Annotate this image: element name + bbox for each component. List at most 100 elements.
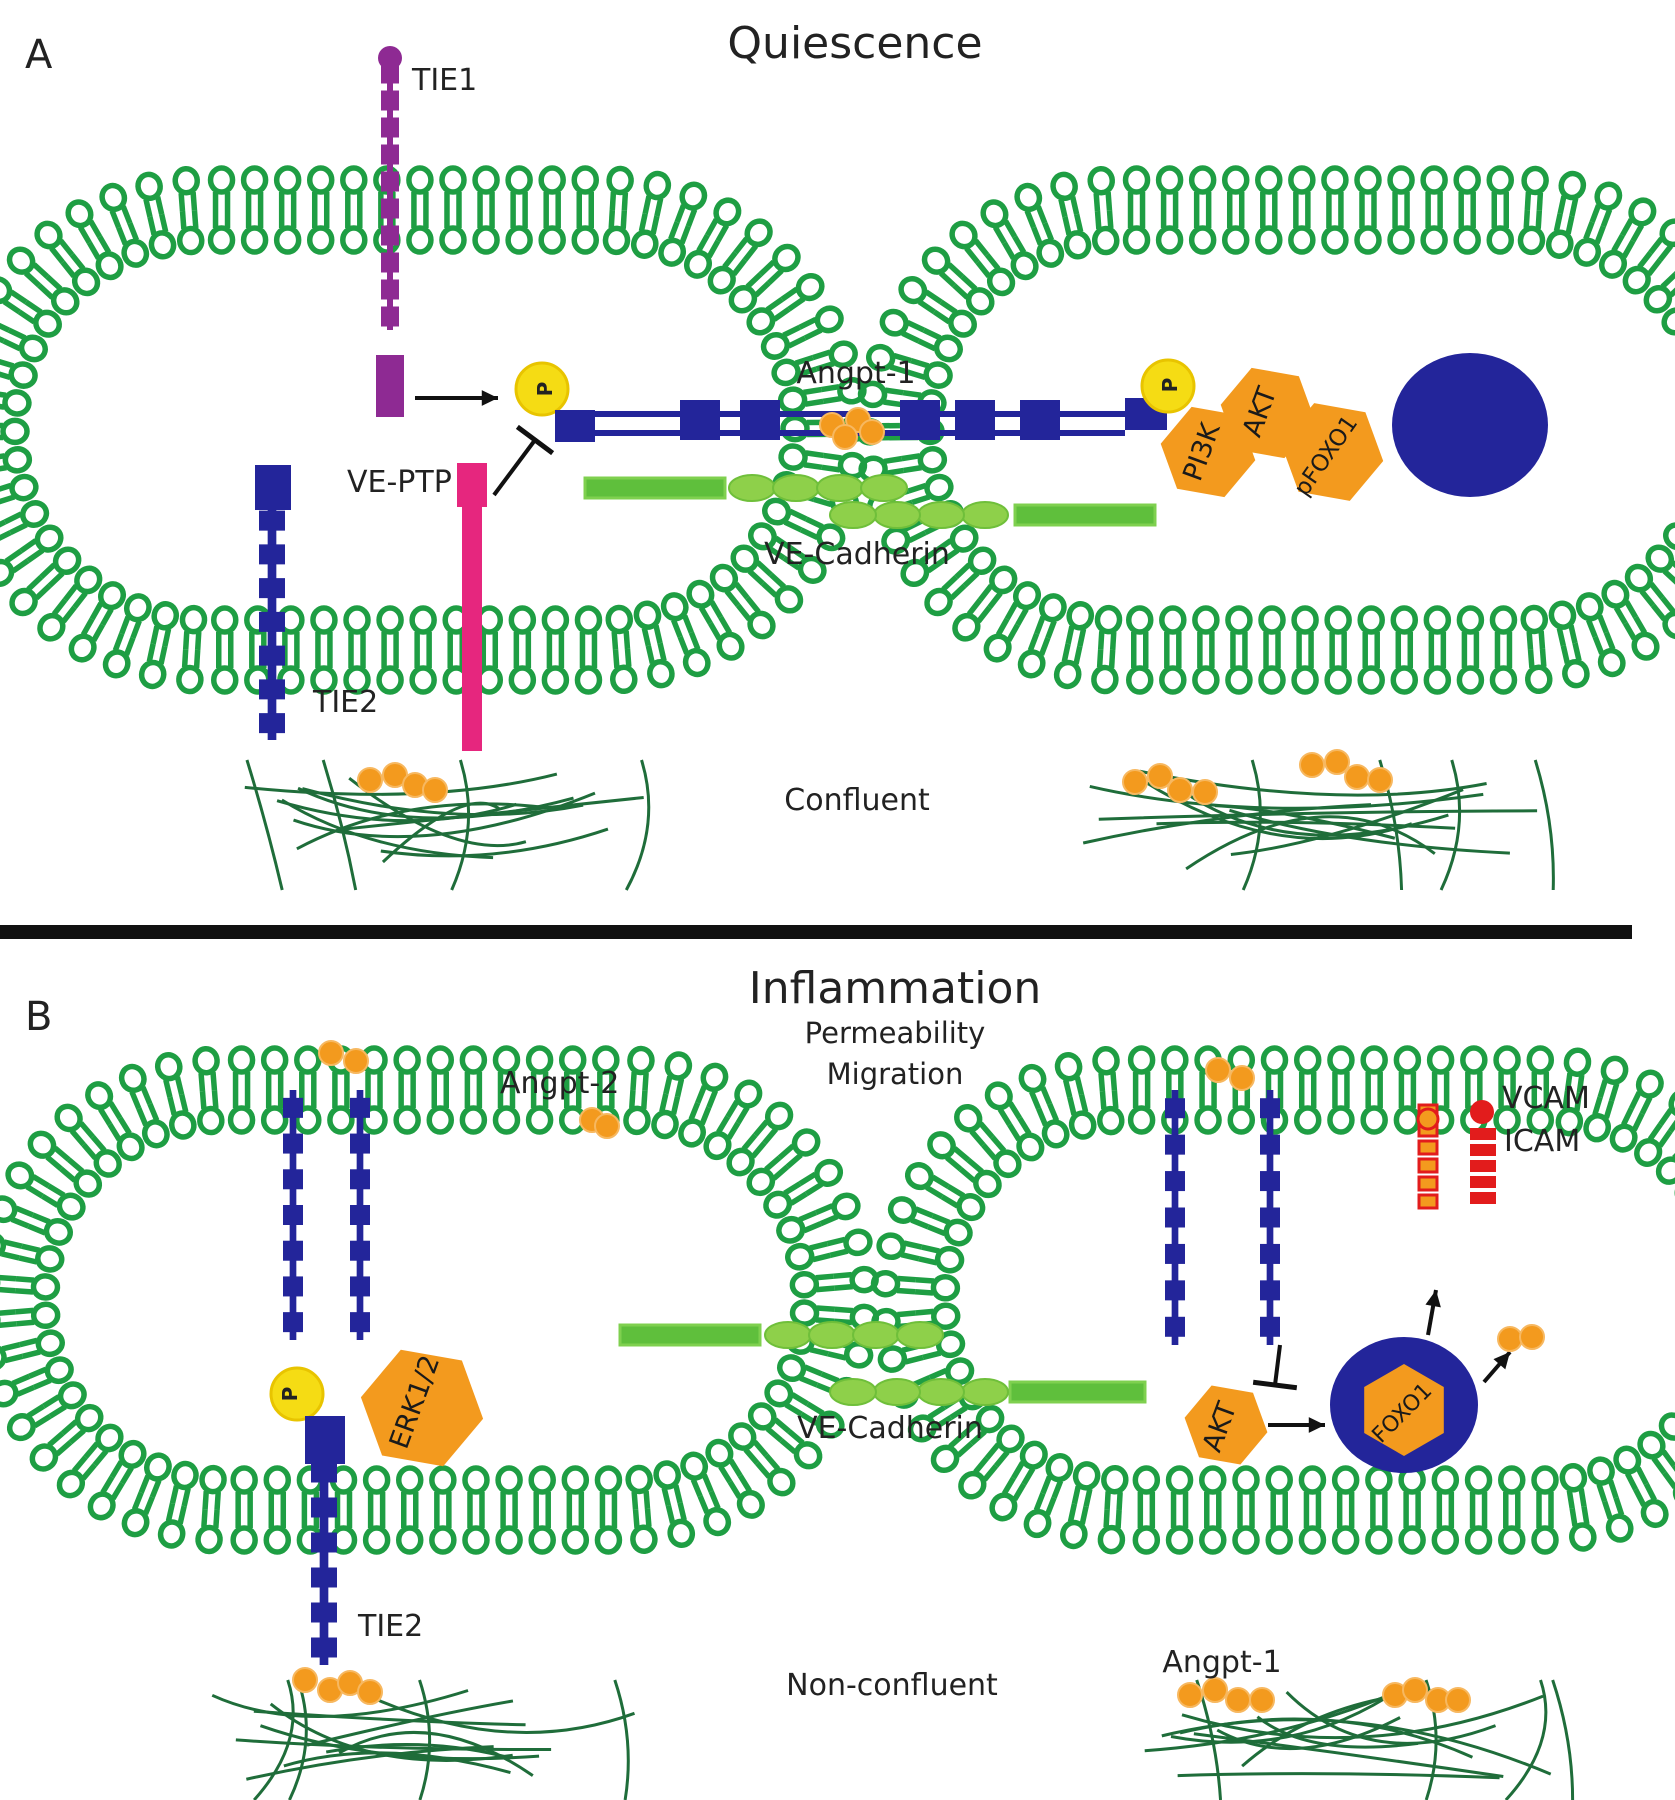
lipid-head-inner: [171, 1460, 199, 1491]
lipid-icon: [1398, 1465, 1426, 1555]
lipid-tail: [147, 1102, 160, 1122]
lipid-tail: [34, 583, 52, 601]
lipid-head-inner: [73, 1169, 103, 1198]
lipid-tail: [1594, 225, 1606, 245]
lipid-tail: [718, 1465, 733, 1484]
lipid-tail: [688, 1101, 701, 1121]
lipid-tail: [1607, 1479, 1619, 1499]
receptor-domain: [311, 1602, 337, 1623]
lipid-tail: [914, 1289, 934, 1296]
lipid-tail: [1639, 589, 1656, 608]
lipid-tail: [976, 605, 992, 624]
lipid-tail: [956, 1441, 974, 1458]
lipid-tail: [685, 208, 698, 228]
lipid-head-outer: [263, 1525, 292, 1555]
lipid-head-inner: [777, 1354, 807, 1383]
lipid-icon: [9, 546, 82, 617]
ligand-subunit: [1225, 1687, 1251, 1713]
lipid-tail: [0, 530, 12, 544]
lipid-tail: [803, 462, 823, 471]
lipid-tail: [973, 1456, 989, 1474]
lipid-icon: [1655, 1142, 1675, 1185]
lipid-head-outer: [376, 665, 404, 695]
lipid-head-outer: [240, 165, 269, 195]
lipid-tail: [990, 1135, 1007, 1153]
ve-cadherin-b-right: [829, 1378, 1147, 1406]
lipid-icon: [958, 1424, 1025, 1500]
lipid-head-outer: [525, 1045, 554, 1075]
phospho-a2-icon: [1140, 358, 1196, 414]
migration-label: Migration: [827, 1057, 964, 1091]
lipid-icon: [230, 1465, 258, 1555]
inhibition-bar: [515, 424, 555, 456]
receptor-domain: [1260, 1134, 1280, 1155]
lipid-tail: [19, 538, 38, 554]
lipid-head-inner: [728, 1422, 757, 1451]
lipid-tail: [822, 395, 842, 405]
lipid-head-inner: [762, 497, 792, 526]
matrix-fiber-icon: [1082, 803, 1372, 845]
lipid-tail: [3, 1239, 23, 1249]
lipid-icon: [54, 1103, 122, 1178]
lipid-head-inner: [764, 1379, 794, 1408]
lipid-tail: [981, 1143, 998, 1161]
lipid-tail: [1004, 601, 1019, 621]
lipid-tail: [812, 349, 831, 361]
extracellular-matrix: [211, 759, 1575, 1800]
icam-domain: [1470, 1160, 1496, 1172]
foxo1-to-angpt2-arrow: [1482, 1350, 1512, 1384]
lipid-tail: [812, 1252, 831, 1263]
lipid-tail: [23, 271, 41, 288]
lipid-tail: [1603, 631, 1616, 651]
lipid-tail: [928, 1367, 948, 1381]
receptor-domain: [1165, 1243, 1185, 1264]
lipid-tail: [1083, 1488, 1093, 1508]
cell-a-right: [855, 165, 1675, 695]
lipid-tail: [0, 1286, 16, 1294]
lipid-icon: [240, 165, 269, 255]
lipid-head-inner: [176, 225, 205, 256]
lipid-head-inner: [709, 563, 739, 593]
lipid-head-outer: [176, 664, 204, 695]
lipid-tail: [119, 615, 131, 635]
lipid-tail: [777, 1143, 795, 1160]
lipid-tail: [1574, 1092, 1583, 1111]
receptor-domain: [283, 1312, 303, 1333]
tie2-receptor-b1: [283, 1090, 303, 1340]
lipid-tail: [827, 1351, 847, 1361]
lipid-tail: [193, 649, 201, 669]
lipid-tail: [973, 238, 990, 257]
lipid-head-outer: [29, 1443, 59, 1472]
lipid-icon: [1327, 1045, 1355, 1135]
lipid-head-inner: [1545, 229, 1574, 259]
lipid-tail: [11, 558, 30, 574]
lipid-icon: [528, 1465, 556, 1555]
lipid-tail: [919, 548, 938, 564]
lipid-head-outer: [472, 165, 500, 195]
lipid-tail: [1622, 621, 1637, 641]
lipid-head-inner: [459, 1105, 488, 1135]
lipid-tail: [787, 335, 807, 349]
lipid-head-inner: [625, 1464, 653, 1495]
cadherin-domain: [816, 474, 864, 502]
lipid-tail: [982, 1464, 999, 1482]
lipid-head-inner: [1354, 225, 1382, 255]
lipid-tail: [1079, 1505, 1089, 1525]
lipid-tail: [89, 601, 104, 621]
lipid-tail: [199, 1090, 207, 1110]
lipid-tail: [1646, 258, 1663, 277]
lipid-head-inner: [1122, 225, 1151, 255]
veptp-label: VE-PTP: [347, 465, 452, 500]
lipid-head-inner: [525, 1105, 554, 1135]
lipid-tail: [1074, 1076, 1085, 1096]
lipid-head-inner: [1324, 605, 1352, 635]
lipid-icon: [1431, 1465, 1460, 1555]
lipid-tail: [907, 530, 927, 544]
lipid-tail: [9, 522, 28, 536]
lipid-head-outer: [1456, 665, 1485, 695]
lipid-tail: [790, 1392, 810, 1407]
lipid-head-inner: [1258, 605, 1286, 635]
lipid-head-inner: [683, 249, 712, 279]
lipid-head-outer: [1562, 658, 1590, 689]
lipid-head-inner: [273, 225, 302, 255]
